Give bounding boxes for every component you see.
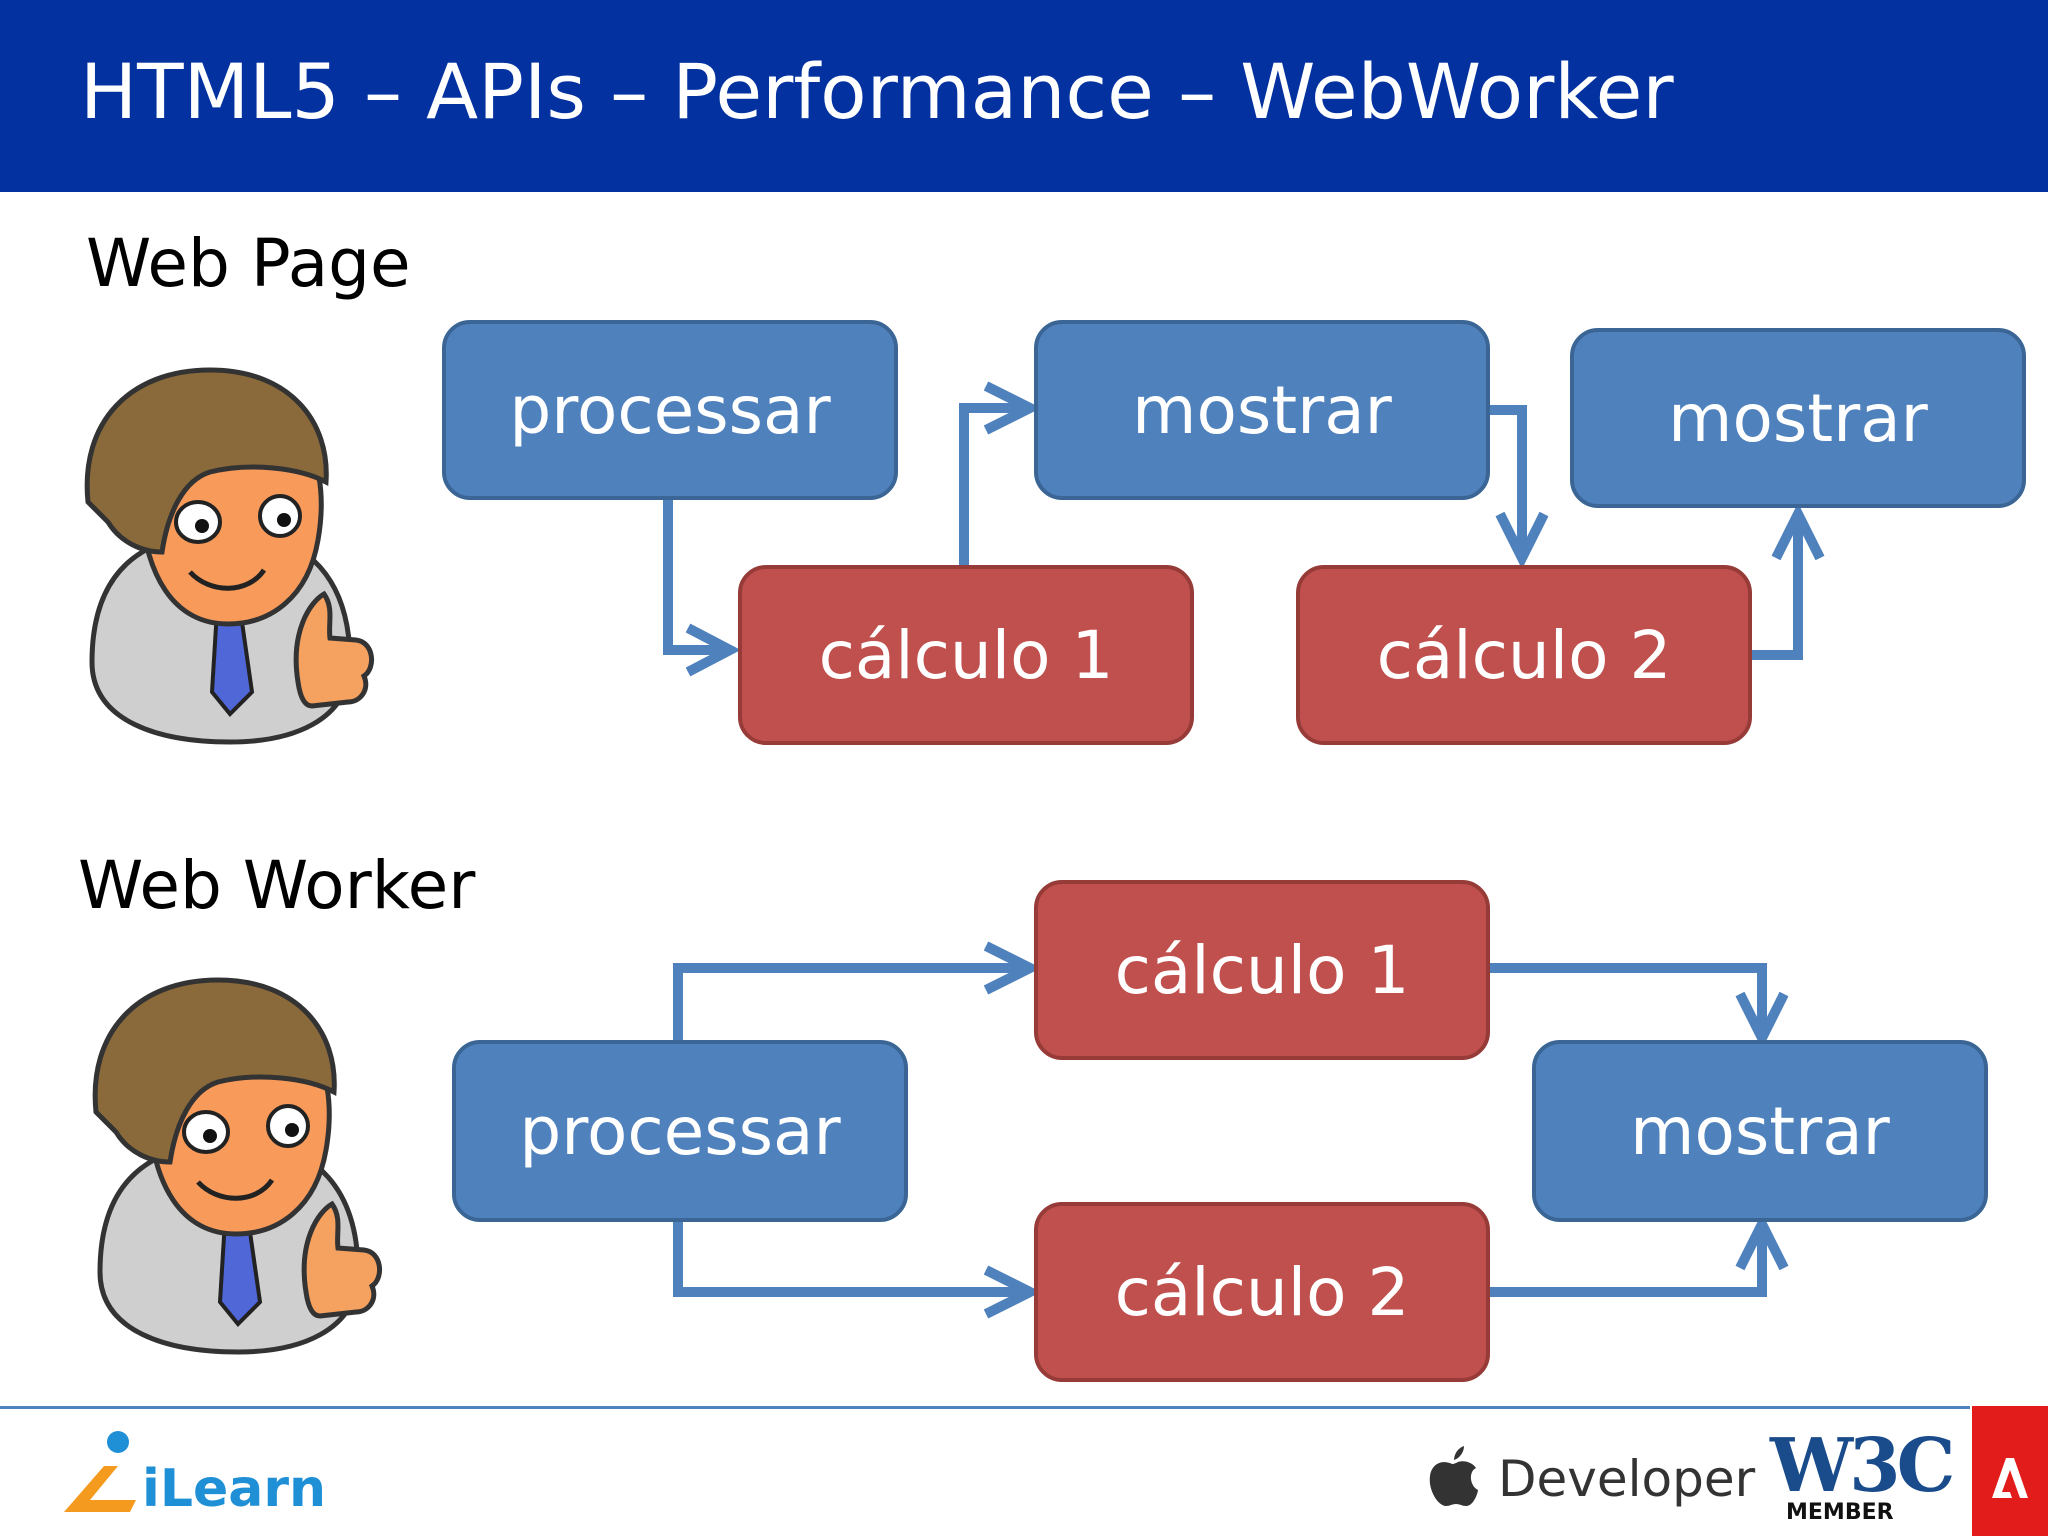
arrow-processar-to-calculo2-worker [673, 1222, 1030, 1297]
user-avatar-icon [92, 977, 382, 1355]
arrow-calculo1-to-mostrar-worker [1488, 963, 1767, 1038]
web-worker-label: Web Worker [78, 847, 476, 924]
web-page-calculo2-box: cálculo 2 [1296, 565, 1752, 745]
arrow-mostrar-to-calculo2 [1488, 405, 1527, 558]
arrowhead-mostrar-top-worker [1735, 991, 1789, 1050]
apple-developer-brand: Developer [1498, 1450, 1756, 1508]
arrowhead-mostrar2 [1771, 502, 1825, 561]
ilearn-brand: iLearn [142, 1459, 326, 1519]
arrowhead-calculo1-worker [983, 941, 1042, 995]
arrow-calculo2-to-mostrar2 [1750, 514, 1803, 660]
arrow-calculo1-to-mostrar [959, 403, 1030, 565]
slide-title: HTML5 – APIs – Performance – WebWorker [80, 47, 1674, 136]
web-page-label: Web Page [86, 225, 411, 302]
title-bar: HTML5 – APIs – Performance – WebWorker [0, 0, 2048, 192]
web-worker-calculo2-box: cálculo 2 [1034, 1202, 1490, 1382]
arrowhead-calculo2-worker [983, 1265, 1042, 1319]
web-worker-calculo1-box: cálculo 1 [1034, 880, 1490, 1060]
web-worker-processar-box: processar [452, 1040, 908, 1222]
web-page-calculo2-label: cálculo 2 [1376, 616, 1672, 694]
web-worker-mostrar-box: mostrar [1532, 1040, 1988, 1222]
web-page-processar-box: processar [442, 320, 898, 500]
arrowhead-calculo1 [685, 623, 741, 677]
footer-divider [0, 1406, 1970, 1409]
web-page-calculo1-box: cálculo 1 [738, 565, 1194, 745]
arrowhead-mostrar1 [983, 381, 1042, 435]
arrow-processar-to-calculo1-worker [673, 963, 1030, 1040]
web-page-mostrar1-box: mostrar [1034, 320, 1490, 500]
arrowhead-calculo2 [1495, 511, 1549, 570]
adobe-logo [1972, 1406, 2048, 1536]
ilearn-logo-icon [64, 1431, 136, 1512]
web-page-calculo1-label: cálculo 1 [818, 616, 1114, 694]
web-page-mostrar2-label: mostrar [1668, 379, 1928, 457]
arrow-processar-to-calculo1 [663, 500, 730, 655]
web-worker-processar-label: processar [519, 1092, 841, 1170]
web-worker-calculo2-label: cálculo 2 [1114, 1253, 1410, 1331]
web-worker-calculo1-label: cálculo 1 [1114, 931, 1410, 1009]
w3c-logo: W3C [1770, 1423, 1955, 1509]
web-page-processar-label: processar [509, 371, 831, 449]
arrow-calculo2-to-mostrar-worker [1488, 1224, 1767, 1297]
web-page-mostrar2-box: mostrar [1570, 328, 2026, 508]
adobe-icon [1992, 1458, 2028, 1498]
arrowhead-mostrar-bottom-worker [1735, 1212, 1789, 1271]
user-avatar-icon [84, 367, 374, 745]
web-page-mostrar1-label: mostrar [1132, 371, 1392, 449]
apple-icon [1429, 1446, 1478, 1506]
w3c-member-label: MEMBER [1786, 1500, 1894, 1525]
web-worker-mostrar-label: mostrar [1630, 1092, 1890, 1170]
